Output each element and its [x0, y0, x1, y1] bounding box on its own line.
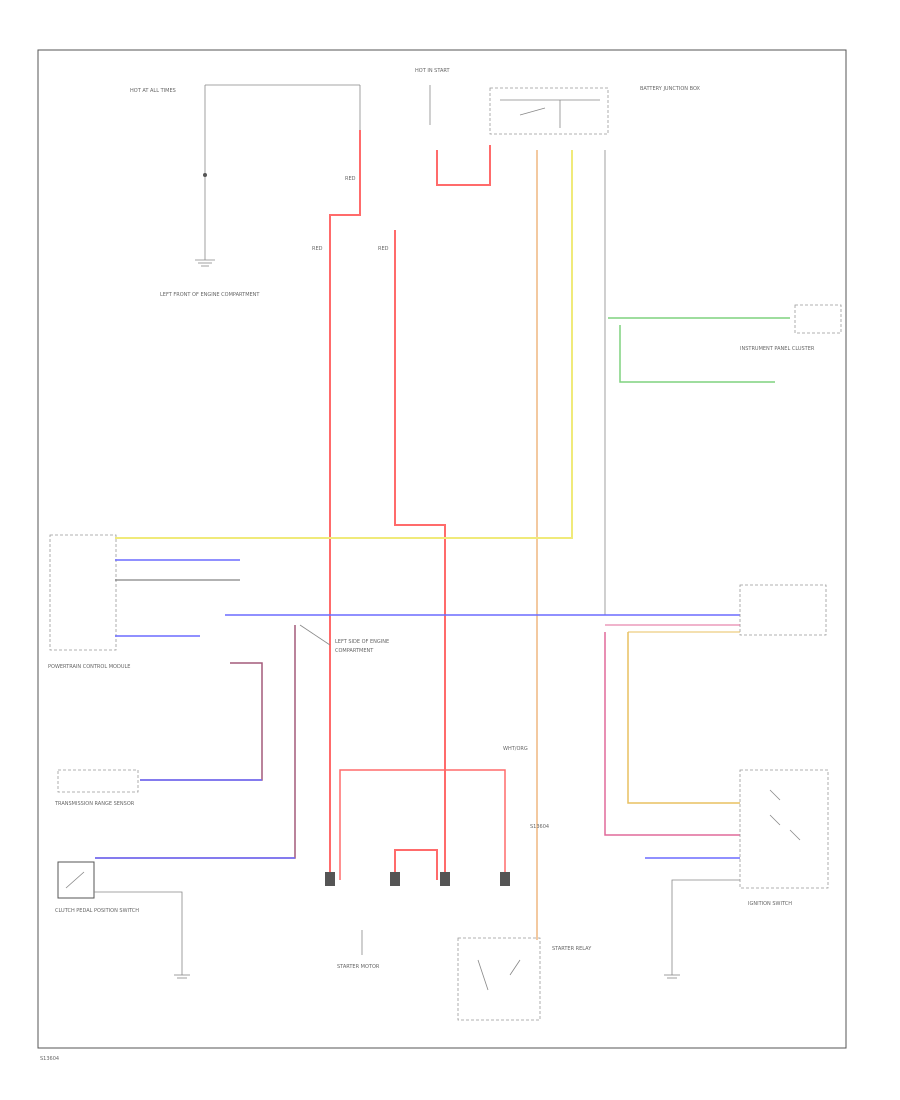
pcm-block: POWERTRAIN CONTROL MODULE — [48, 534, 130, 670]
battery-junction-box: BATTERY JUNCTION BOX HOT IN START — [415, 68, 701, 135]
trans-sensor-box — [57, 769, 139, 793]
top-left-fuse-group: HOT AT ALL TIMES LEFT FRONT OF ENGINE CO… — [130, 84, 361, 298]
instrument-panel-box — [794, 304, 842, 334]
trans-sensor-label: TRANSMISSION RANGE SENSOR — [54, 801, 135, 807]
fuse-center-label: HOT IN START — [415, 68, 451, 74]
relay-box-label: BATTERY JUNCTION BOX — [640, 86, 701, 92]
ignition-switch-box — [739, 769, 829, 889]
bottom-code: S13604 — [40, 1056, 59, 1062]
instrument-panel-label: INSTRUMENT PANEL CLUSTER — [740, 346, 815, 352]
svg-text:COMPARTMENT: COMPARTMENT — [335, 648, 374, 654]
svg-text:S13604: S13604 — [530, 824, 549, 830]
svg-text:RED: RED — [345, 176, 356, 182]
pcm-label: POWERTRAIN CONTROL MODULE — [48, 664, 130, 670]
pcm-right-connector — [739, 584, 827, 636]
clutch-switch-box — [57, 861, 95, 899]
gold-wire — [627, 632, 740, 804]
starter-relay-label: STARTER RELAY — [552, 946, 592, 952]
red-wire-right — [394, 230, 446, 880]
violet-wire — [140, 662, 263, 781]
ignition-ground-wire — [671, 879, 740, 975]
svg-text:WHT/ORG: WHT/ORG — [503, 746, 528, 752]
red-wire-left — [329, 130, 361, 880]
red-wire-top — [436, 145, 491, 186]
fuse-top-left-label: HOT AT ALL TIMES — [130, 88, 176, 94]
svg-text:RED: RED — [378, 246, 389, 252]
ignition-switch-label: IGNITION SWITCH — [748, 901, 792, 907]
clutch-switch-label: CLUTCH PEDAL POSITION SWITCH — [55, 908, 139, 914]
red-bridge — [394, 849, 438, 880]
svg-text:LEFT SIDE OF ENGINE: LEFT SIDE OF ENGINE — [335, 639, 389, 645]
starter-motor-label: STARTER MOTOR — [337, 964, 380, 970]
yellow-wire — [115, 150, 573, 539]
svg-text:RED: RED — [312, 246, 323, 252]
clutch-ground-wire — [94, 891, 183, 975]
starter-connectors — [325, 872, 510, 886]
starter-relay-box — [457, 937, 541, 1021]
red-loop-starter — [339, 769, 506, 880]
diagram-frame — [37, 49, 847, 1049]
purple-wire-clutch — [95, 625, 296, 859]
ground-left-label: LEFT FRONT OF ENGINE COMPARTMENT — [160, 292, 260, 298]
pink-wire — [604, 632, 740, 836]
green-wire-2 — [619, 325, 775, 383]
